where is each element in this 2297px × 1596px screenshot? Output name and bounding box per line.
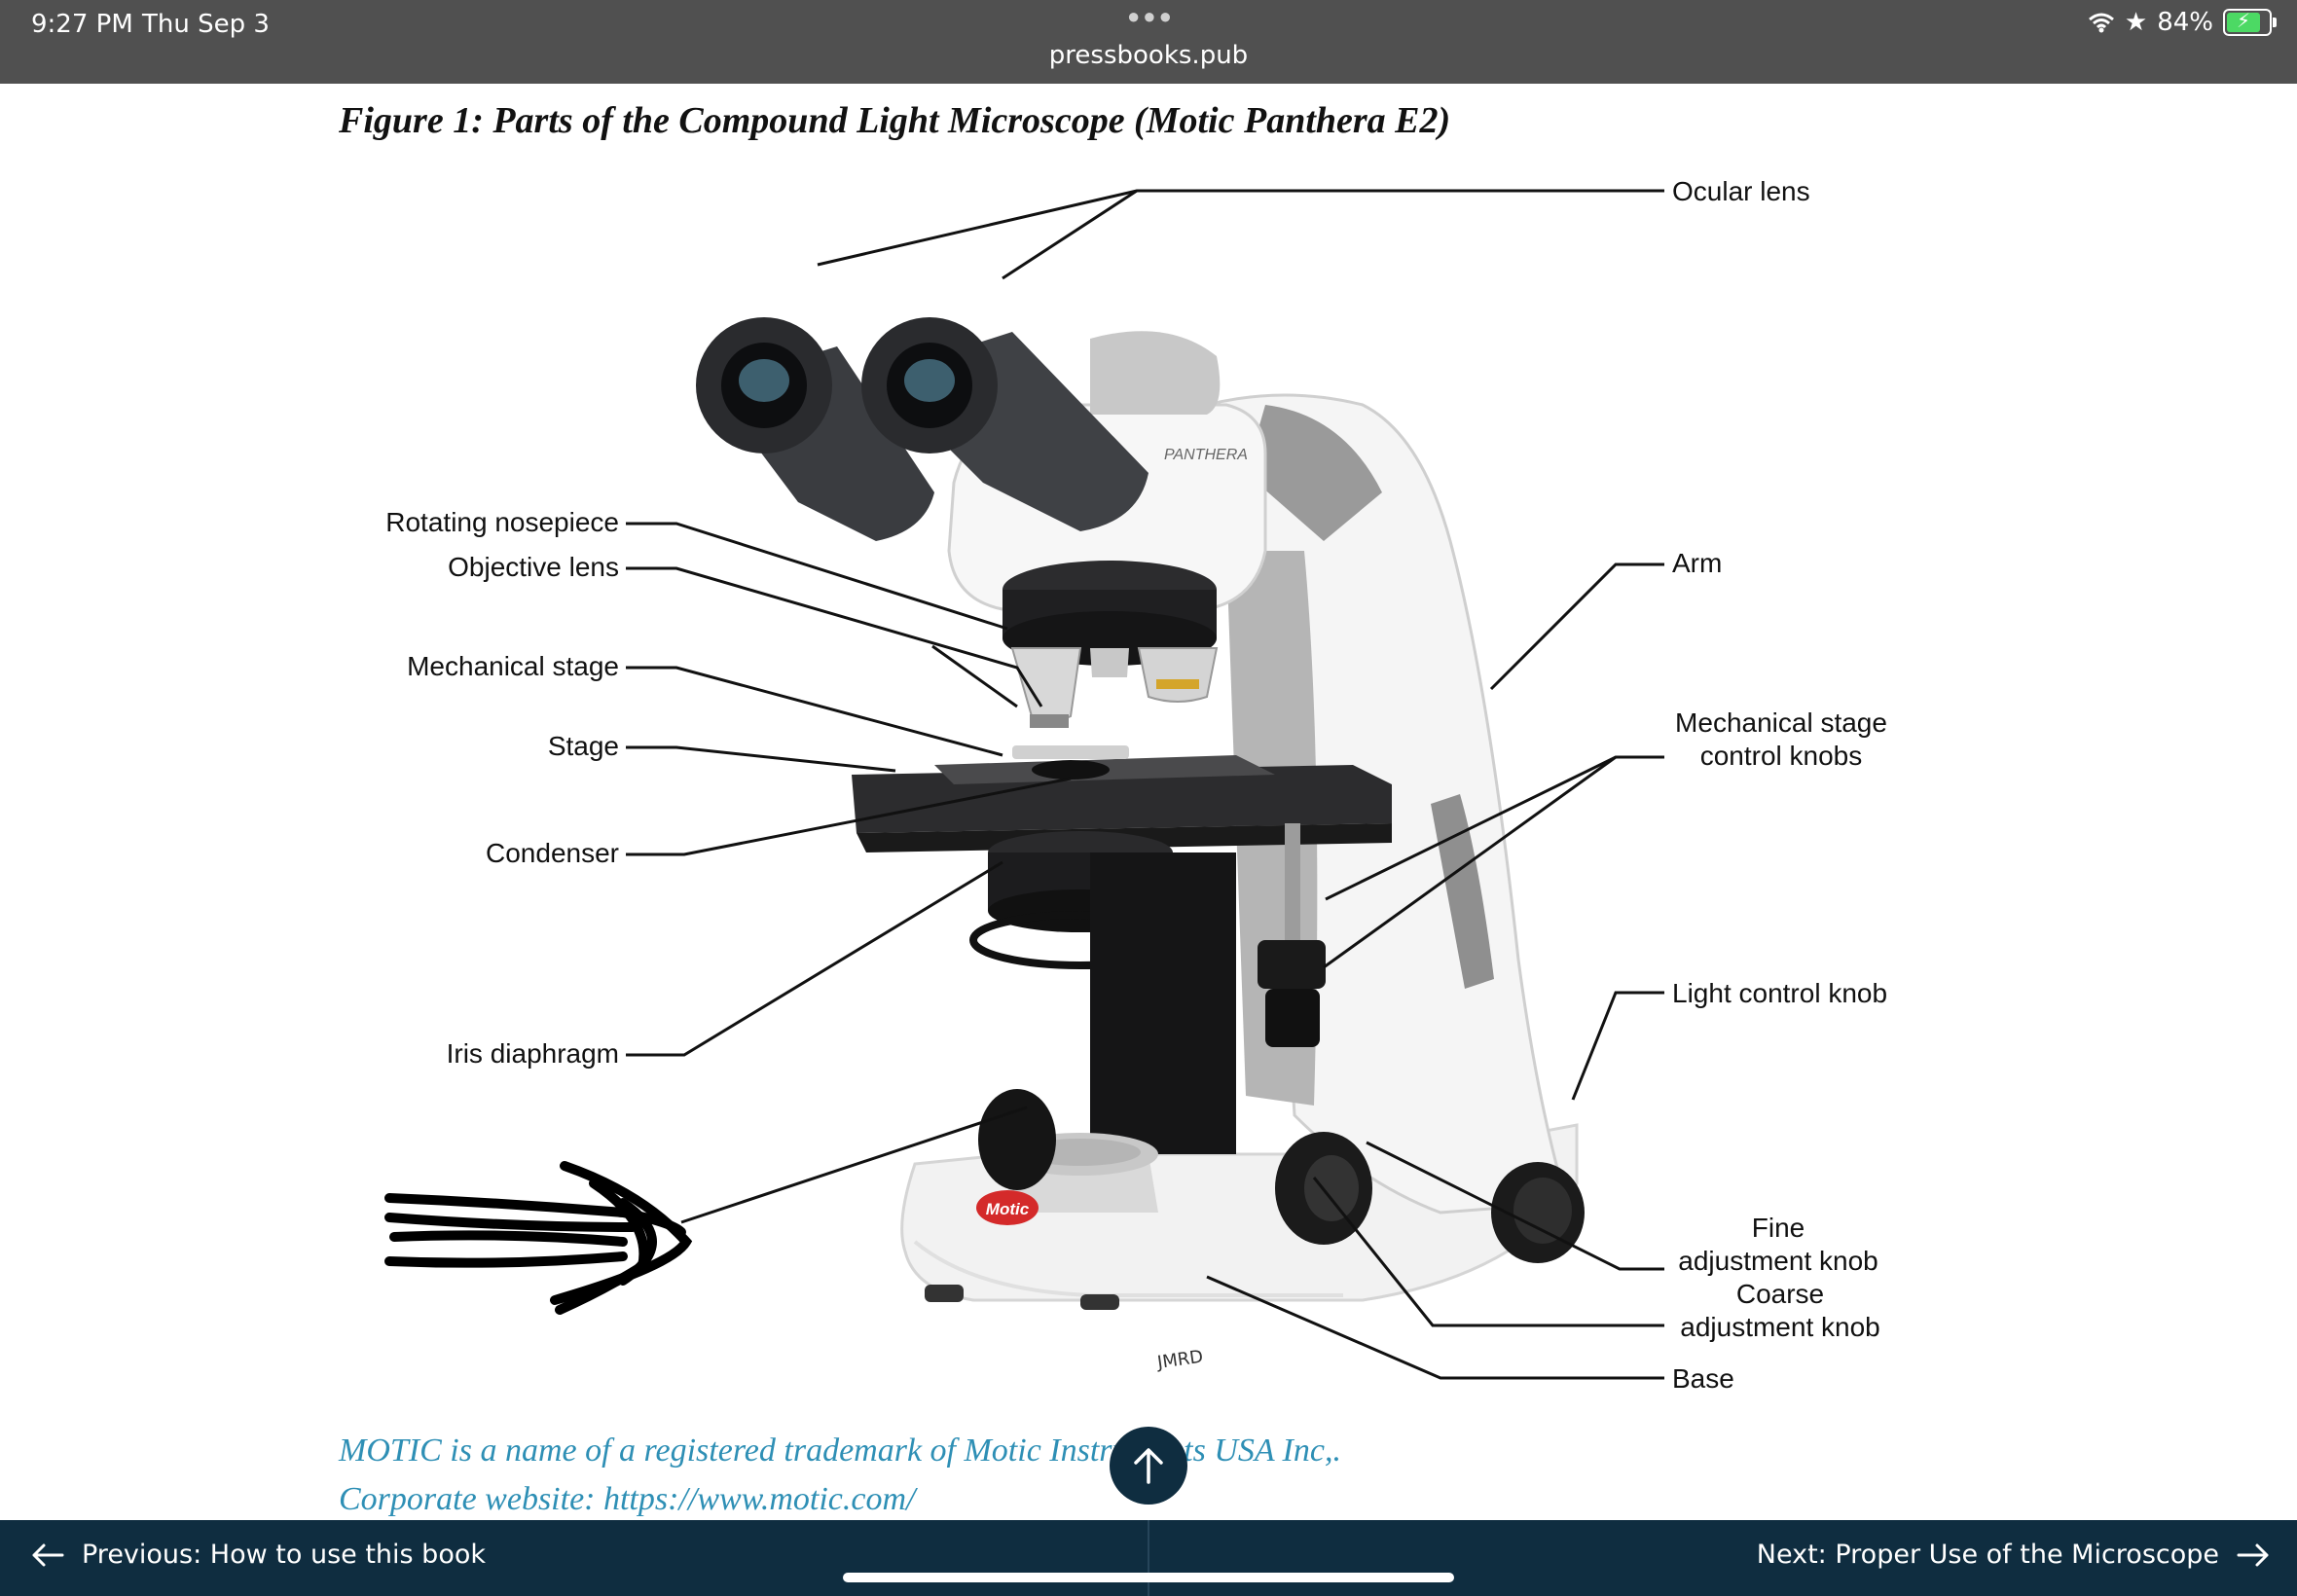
signature: JMRD [1155, 1347, 1205, 1374]
arrow-up-icon [1134, 1448, 1163, 1484]
condenser-image [969, 831, 1236, 1154]
status-date: Thu Sep 3 [142, 10, 270, 39]
arrow-right-icon [2237, 1543, 2269, 1566]
back-to-top-button[interactable] [1110, 1427, 1187, 1505]
previous-chapter-label: Previous: How to use this book [82, 1540, 486, 1570]
page-content: Figure 1: Parts of the Compound Light Mi… [0, 84, 2297, 1520]
label-coarse-line2: adjustment knob [1680, 1312, 1879, 1342]
caption-trademark: MOTIC is a name of a registered trademar… [339, 1433, 1341, 1469]
label-light-control-knob: Light control knob [1672, 978, 1887, 1008]
leader-lines [626, 189, 1664, 1380]
home-indicator[interactable] [843, 1573, 1454, 1582]
label-coarse-line1: Coarse [1736, 1279, 1824, 1309]
label-fine-line2: adjustment knob [1678, 1246, 1878, 1276]
label-stage: Stage [548, 731, 619, 761]
label-ocular-lens: Ocular lens [1672, 176, 1810, 206]
nav-divider [1148, 1520, 1149, 1596]
battery-charging-icon: ⚡ [2223, 9, 2277, 36]
label-fine-line1: Fine [1752, 1213, 1805, 1243]
previous-chapter-link[interactable]: Previous: How to use this book [31, 1540, 486, 1570]
microscope-image: PANTHERA [696, 317, 1585, 1373]
label-rotating-nosepiece: Rotating nosepiece [385, 507, 619, 537]
wifi-icon [2088, 13, 2114, 33]
objective-lenses-image [1010, 647, 1219, 728]
battery-percent: 84% [2157, 8, 2213, 37]
caption-website-link[interactable]: Corporate website: https://www.motic.com… [339, 1481, 916, 1517]
scribble-arrow [384, 1161, 693, 1315]
label-objective-lens: Objective lens [448, 552, 619, 582]
motic-logo-text: Motic [986, 1200, 1030, 1218]
chapter-navigation: Previous: How to use this book Next: Pro… [0, 1520, 2297, 1596]
label-base: Base [1672, 1363, 1734, 1394]
status-time: 9:27 PM [31, 10, 133, 39]
microscope-diagram: PANTHERA [384, 176, 1887, 1394]
address-bar-url[interactable]: pressbooks.pub [1048, 41, 1249, 70]
star-icon: ★ [2124, 8, 2148, 37]
label-iris-diaphragm: Iris diaphragm [447, 1038, 619, 1069]
next-chapter-link[interactable]: Next: Proper Use of the Microscope [1757, 1540, 2270, 1570]
status-right: ★ 84% ⚡ [2088, 8, 2277, 37]
status-bar: 9:27 PM Thu Sep 3 ●●● pressbooks.pub ★ 8… [0, 0, 2297, 84]
next-chapter-label: Next: Proper Use of the Microscope [1756, 1540, 2219, 1570]
label-mechanical-stage: Mechanical stage [407, 651, 619, 681]
label-condenser: Condenser [486, 838, 619, 868]
label-mech-stage-knobs-line2: control knobs [1700, 741, 1863, 771]
arrow-left-icon [32, 1543, 64, 1566]
panthera-brand: PANTHERA [1164, 447, 1248, 463]
ocular-lens-image [696, 317, 1148, 541]
label-mech-stage-knobs-line1: Mechanical stage [1675, 707, 1887, 738]
label-arm: Arm [1672, 548, 1722, 578]
figure-title: Figure 1: Parts of the Compound Light Mi… [339, 100, 1451, 141]
multitasking-dots-icon[interactable]: ●●● [1127, 4, 1175, 28]
